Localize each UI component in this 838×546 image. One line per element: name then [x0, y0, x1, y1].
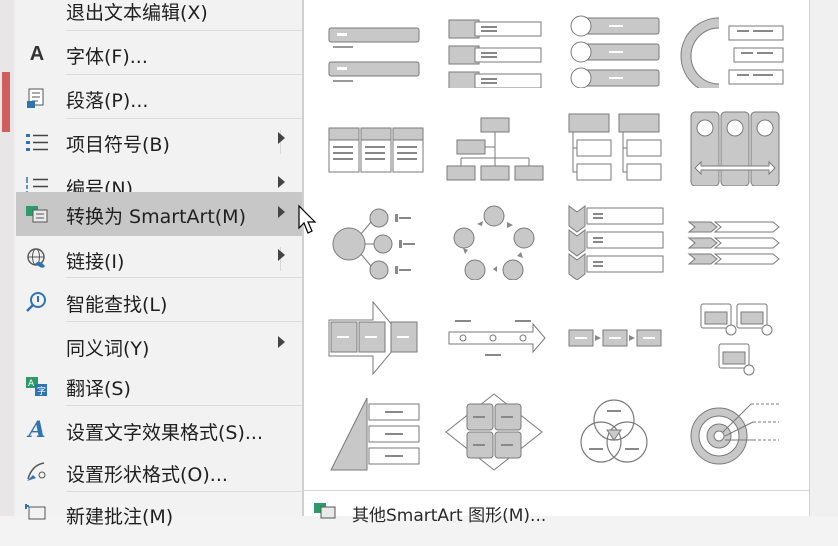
smartart-pyramid-list[interactable]: [319, 392, 429, 472]
chevron-right-icon: [278, 176, 285, 188]
chevron-right-icon: [278, 206, 285, 218]
smartart-vertical-arrow-list[interactable]: [679, 106, 789, 187]
smartart-icon: [24, 202, 50, 226]
paragraph-icon: [24, 86, 50, 110]
smartart-horizontal-chevron-list[interactable]: [679, 200, 789, 280]
smartart-picture-process[interactable]: [679, 296, 789, 376]
smartart-vertical-box-list[interactable]: [439, 8, 549, 91]
menu-item-label: 段落(P)...: [66, 90, 149, 112]
link-icon: [24, 247, 50, 271]
smartart-vertical-curved-list[interactable]: [679, 8, 789, 95]
menu-item-synonyms[interactable]: 同义词(Y): [16, 326, 302, 366]
context-menu: 退出文本编辑(X) A 字体(F)... 段落(P)... 项目符号(B) 编号…: [16, 0, 303, 528]
font-icon: A: [29, 42, 45, 65]
smartart-vertical-circle-list[interactable]: [559, 8, 669, 89]
chevron-right-icon: [278, 336, 285, 348]
menu-item-label: 链接(I): [66, 251, 125, 273]
smartart-continuous-arrow-process[interactable]: [319, 296, 429, 376]
smartart-gallery: 其他SmartArt 图形(M)...: [303, 0, 810, 526]
smartart-horizontal-bullet-list[interactable]: [319, 106, 429, 186]
menu-item-label: 退出文本编辑(X): [66, 2, 208, 24]
bullets-icon: [24, 130, 50, 154]
menu-item-paragraph[interactable]: 段落(P)...: [16, 78, 302, 118]
smartart-hierarchy-list[interactable]: [559, 106, 669, 186]
smartart-target[interactable]: [679, 392, 789, 472]
more-smartart-graphics[interactable]: 其他SmartArt 图形(M)...: [304, 490, 809, 526]
menu-item-label: 转换为 SmartArt(M): [66, 206, 246, 228]
menu-separator: [66, 405, 302, 406]
menu-separator: [66, 321, 302, 322]
smartart-vertical-bullet-list[interactable]: [319, 8, 429, 88]
mouse-cursor-icon: [298, 204, 317, 234]
smartart-basic-process[interactable]: [559, 296, 669, 376]
menu-item-label: 新建批注(M): [66, 506, 174, 528]
smartart-timeline[interactable]: [439, 296, 549, 376]
menu-item-text-effects[interactable]: A 设置文字效果格式(S)...: [16, 410, 302, 450]
menu-item-exit-text-edit[interactable]: 退出文本编辑(X): [16, 0, 302, 30]
menu-separator: [66, 30, 302, 31]
menu-item-label: 项目符号(B): [66, 134, 170, 156]
smartart-radial-cluster[interactable]: [319, 200, 429, 280]
menu-separator: [66, 74, 302, 75]
menu-item-link[interactable]: 链接(I): [16, 239, 302, 279]
svg-text:字: 字: [37, 385, 46, 397]
menu-item-label: 设置文字效果格式(S)...: [66, 422, 264, 444]
smartart-icon: [314, 503, 336, 519]
chevron-right-icon: [278, 249, 285, 261]
chevron-right-icon: [278, 132, 285, 144]
smartart-basic-cycle[interactable]: [439, 200, 549, 281]
menu-item-shape-format[interactable]: 设置形状格式(O)...: [16, 452, 302, 492]
new-comment-icon: [24, 502, 50, 526]
menu-separator: [66, 491, 302, 492]
menu-item-label: 智能查找(L): [66, 294, 168, 316]
menu-separator: [66, 277, 302, 278]
svg-text:A: A: [28, 379, 35, 389]
shape-format-icon: [24, 460, 50, 484]
menu-separator: [66, 118, 302, 119]
menu-item-label: 字体(F)...: [66, 46, 148, 68]
smartart-cross-matrix[interactable]: [439, 392, 549, 472]
text-effects-icon: A: [28, 417, 46, 443]
smartart-venn[interactable]: [559, 392, 669, 472]
smartart-vertical-chevron-list[interactable]: [559, 200, 669, 281]
menu-item-font[interactable]: A 字体(F)...: [16, 34, 302, 74]
document-edge: [0, 0, 14, 516]
menu-item-label: 设置形状格式(O)...: [66, 464, 228, 486]
more-smartart-label: 其他SmartArt 图形(M)...: [352, 506, 547, 526]
menu-item-label: 同义词(Y): [66, 338, 150, 360]
bottom-strip: [0, 516, 838, 546]
smart-lookup-icon: [24, 290, 50, 314]
menu-item-bullets[interactable]: 项目符号(B): [16, 122, 302, 162]
smartart-organization-chart[interactable]: [439, 106, 549, 186]
menu-item-smart-lookup[interactable]: 智能查找(L): [16, 282, 302, 322]
menu-item-label: 翻译(S): [66, 378, 131, 400]
menu-item-new-comment[interactable]: 新建批注(M): [16, 494, 302, 534]
menu-item-convert-to-smartart[interactable]: 转换为 SmartArt(M): [16, 192, 302, 236]
document-text-fragment: [2, 72, 10, 132]
